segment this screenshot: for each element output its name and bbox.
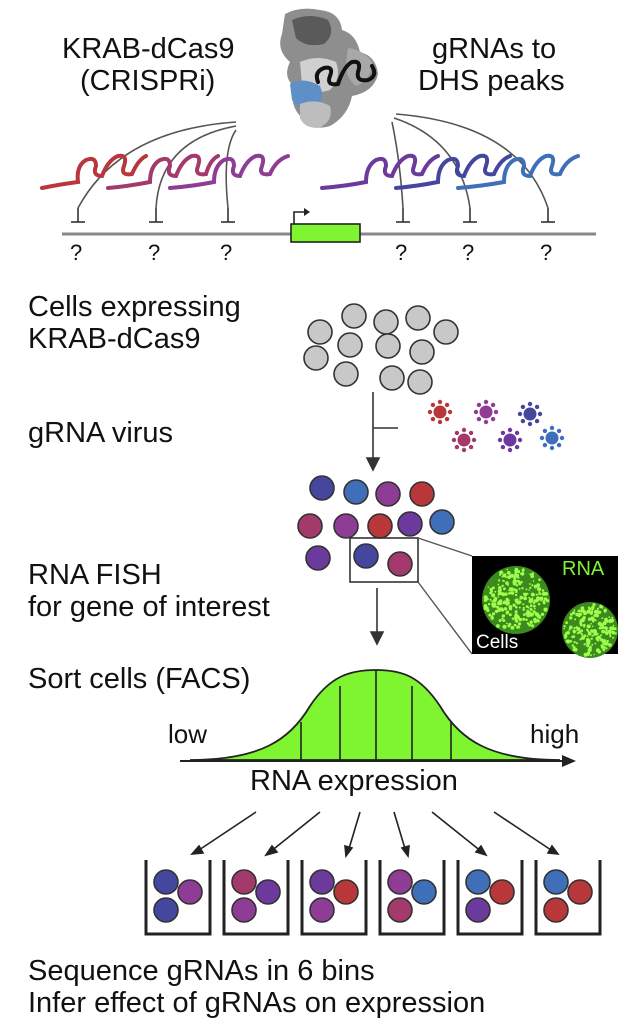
question-mark-6: ? (540, 240, 553, 265)
infected-cells (297, 475, 455, 577)
sort-bin (534, 860, 602, 936)
virus-particle (497, 427, 523, 453)
gene-of-interest-label: for gene of interest (28, 591, 270, 623)
dhs-peaks-label: DHS peaks (418, 65, 565, 97)
sort-bin (222, 860, 290, 936)
gray-cells (303, 303, 459, 395)
virus-arrow (365, 392, 398, 472)
inset-rna-label: RNA (562, 558, 605, 580)
tss-arrow (293, 211, 306, 224)
cells-expressing-label: Cells expressing (28, 291, 241, 323)
question-mark-1: ? (70, 240, 83, 265)
virus-particle (539, 425, 565, 451)
crispri-label: (CRISPRi) (80, 65, 216, 97)
fish-arrow (369, 588, 385, 646)
gene-box (290, 223, 361, 243)
rna-fish-label: RNA FISH (28, 559, 162, 591)
rna-expression-axis-label: RNA expression (250, 765, 458, 797)
sort-cells-label: Sort cells (FACS) (28, 663, 251, 695)
sort-bins (144, 860, 602, 936)
sort-bin (144, 860, 212, 936)
grnas-to-label: gRNAs to (432, 33, 557, 65)
virus-particles (427, 399, 565, 453)
krab-dcas9-label: KRAB-dCas9 (62, 33, 235, 65)
fish-inset (472, 556, 618, 658)
sort-bin (300, 860, 368, 936)
grna-virus-label: gRNA virus (28, 417, 174, 449)
zoom-box (349, 537, 419, 583)
sort-arrows (190, 811, 560, 859)
sequence-grnas-label: Sequence gRNAs in 6 bins (28, 955, 375, 987)
virus-particle (473, 399, 499, 425)
high-label: high (530, 719, 580, 749)
inset-cells-label: Cells (476, 632, 519, 653)
virus-particle (451, 427, 477, 453)
dna-locus (62, 208, 596, 243)
question-mark-4: ? (395, 240, 408, 265)
question-mark-5: ? (462, 240, 475, 265)
infer-effect-label: Infer effect of gRNAs on expression (28, 987, 486, 1019)
question-mark-2: ? (148, 240, 161, 265)
expression-histogram (180, 669, 576, 767)
sort-bin (456, 860, 524, 936)
sort-bin (378, 860, 446, 936)
grna-squiggles (40, 153, 580, 190)
bound-grna (314, 59, 377, 87)
question-mark-3: ? (220, 240, 233, 265)
guide-arcs (77, 113, 549, 209)
low-label: low (168, 719, 208, 749)
virus-particle (427, 399, 453, 425)
krab-dcas9-cells-label: KRAB-dCas9 (28, 323, 201, 355)
virus-particle (517, 401, 543, 427)
